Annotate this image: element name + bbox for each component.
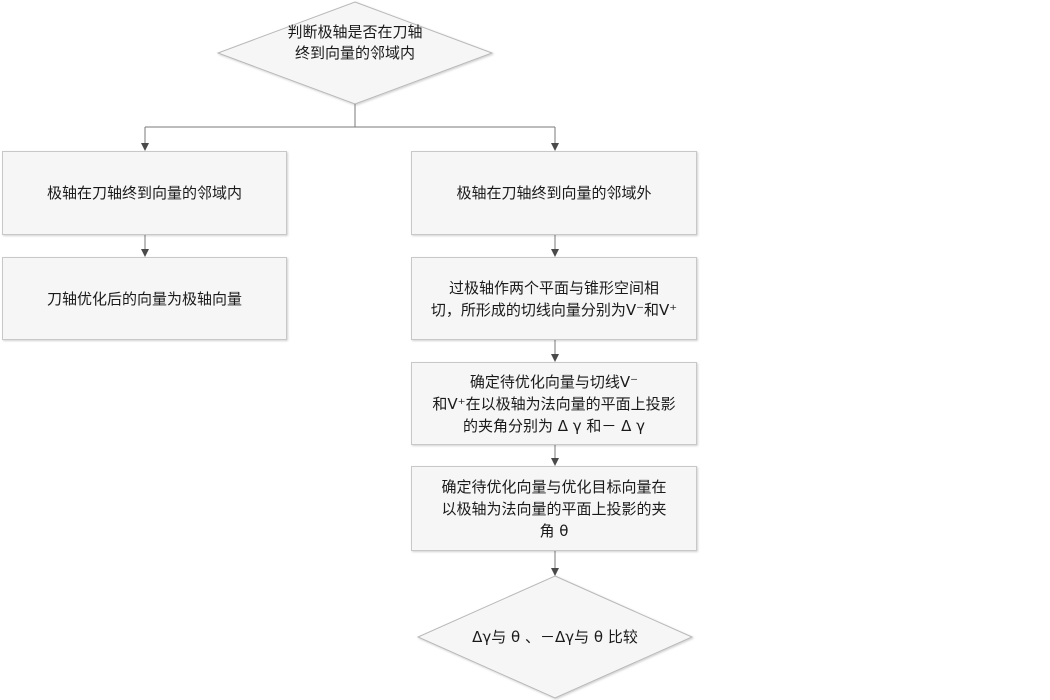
right-box4-line-3: 角 θ [539,521,569,540]
right-box-tangent-planes: 过极轴作两个平面与锥形空间相 切，所形成的切线向量分别为V⁻和V⁺ [411,257,697,340]
decision-bottom-text: Δγ与 θ 、－Δγ与 θ 比较 [472,627,638,646]
right-box-target-angle: 确定待优化向量与优化目标向量在 以极轴为法向量的平面上投影的夹 角 θ [411,466,697,551]
right-box2-line-1: 过极轴作两个平面与锥形空间相 [448,278,659,297]
right-box4-line-2: 以极轴为法向量的平面上投影的夹 [441,499,667,518]
right-box-outside-neighborhood: 极轴在刀轴终到向量的邻域外 [411,151,697,235]
right-box3-line-3: 的夹角分别为 Δ γ 和－ Δ γ [462,416,646,435]
arrow-to-right-box1 [551,143,559,151]
decision-top-line-1: 判断极轴是否在刀轴 [287,23,423,41]
left-box1-text: 极轴在刀轴终到向量的邻域内 [46,184,242,202]
left-box-result-polar-axis: 刀轴优化后的向量为极轴向量 [2,257,287,340]
decision-top-label: 判断极轴是否在刀轴 终到向量的邻域内 [250,20,460,66]
right-box-projection-angles: 确定待优化向量与切线V⁻ 和V⁺在以极轴为法向量的平面上投影 的夹角分别为 Δ … [411,362,697,445]
decision-bottom-label: Δγ与 θ 、－Δγ与 θ 比较 [445,625,665,649]
left-box-in-neighborhood: 极轴在刀轴终到向量的邻域内 [2,151,287,235]
arrow-to-right-box3 [551,354,559,362]
arrow-to-decision-bottom [551,568,559,576]
arrow-to-right-box4 [551,458,559,466]
decision-bottom-diamond [416,575,694,699]
arrow-to-left-box1 [141,143,149,151]
arrow-to-right-box2 [551,249,559,257]
right-box3-line-1: 确定待优化向量与切线V⁻ [469,372,639,391]
left-box2-text: 刀轴优化后的向量为极轴向量 [46,289,242,308]
right-box4-line-1: 确定待优化向量与优化目标向量在 [441,477,667,496]
right-box1-text: 极轴在刀轴终到向量的邻域外 [456,184,652,202]
arrow-to-left-box2 [141,249,149,257]
decision-top-line-2: 终到向量的邻域内 [294,44,415,62]
right-box2-line-2: 切，所形成的切线向量分别为V⁻和V⁺ [430,300,678,319]
split-connector [144,104,556,143]
right-box3-line-2: 和V⁺在以极轴为法向量的平面上投影 [432,394,676,413]
